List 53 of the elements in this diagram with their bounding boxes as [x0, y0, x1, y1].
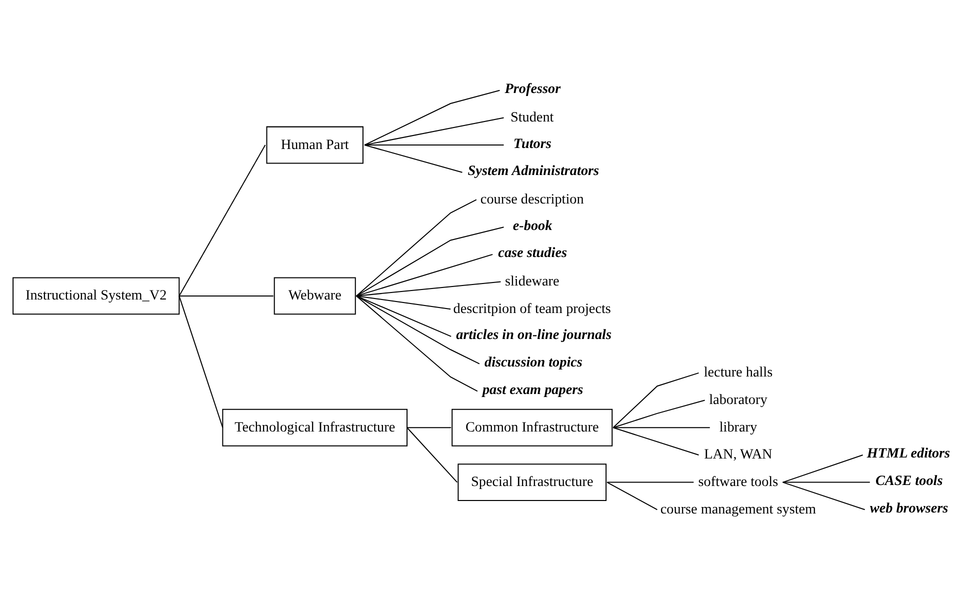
connector: [356, 295, 480, 364]
connector: [782, 481, 864, 510]
connector: [356, 198, 476, 296]
connector: [612, 399, 704, 428]
node-box: Webware: [273, 276, 356, 314]
node-text: slideware: [504, 273, 559, 290]
connector: [356, 226, 504, 296]
node-text: LAN, WAN: [704, 446, 772, 462]
connector: [782, 481, 870, 482]
node-box: Human Part: [266, 126, 363, 164]
node-text: course management system: [660, 500, 816, 517]
connector: [612, 372, 698, 428]
connector: [364, 144, 504, 146]
node-text: articles in on-line journals: [456, 326, 612, 343]
connector: [612, 426, 710, 428]
connector: [782, 454, 862, 482]
connector: [356, 295, 478, 392]
node-text: e-book: [512, 217, 552, 234]
node-text: Student: [510, 108, 554, 125]
connector: [356, 253, 492, 296]
node-text: CASE tools: [874, 472, 942, 489]
node-text: past exam papers: [482, 381, 583, 398]
node-text: Tutors: [512, 135, 551, 152]
connector: [364, 144, 462, 172]
node-box: Special Infrastructure: [457, 463, 606, 501]
node-box: Instructional System_V2: [12, 276, 180, 314]
node-text: laboratory: [708, 392, 767, 408]
node-text: software tools: [698, 474, 778, 490]
node-box: Technological Infrastructure: [222, 408, 408, 446]
node-text: Professor: [504, 80, 560, 97]
node-text: library: [718, 418, 757, 435]
connector: [178, 295, 223, 428]
node-text: lecture halls: [703, 364, 772, 380]
connector: [612, 426, 698, 455]
node-box: Common Infrastructure: [451, 408, 612, 446]
connector: [606, 481, 694, 482]
connector: [406, 426, 458, 482]
connector: [356, 280, 500, 296]
connector: [606, 481, 657, 510]
connector: [178, 144, 266, 296]
node-text: web browsers: [869, 500, 948, 516]
node-text: course description: [480, 190, 584, 207]
node-text: System Administrators: [467, 162, 599, 179]
connector: [406, 426, 451, 428]
connector: [178, 294, 273, 296]
connector: [364, 116, 504, 146]
node-text: discussion topics: [484, 354, 582, 370]
connector: [356, 294, 451, 336]
node-text: case studies: [498, 244, 566, 261]
connector: [356, 294, 450, 310]
connector: [364, 89, 500, 145]
node-text: descritpion of team projects: [452, 300, 610, 316]
node-text: HTML editors: [866, 445, 950, 462]
